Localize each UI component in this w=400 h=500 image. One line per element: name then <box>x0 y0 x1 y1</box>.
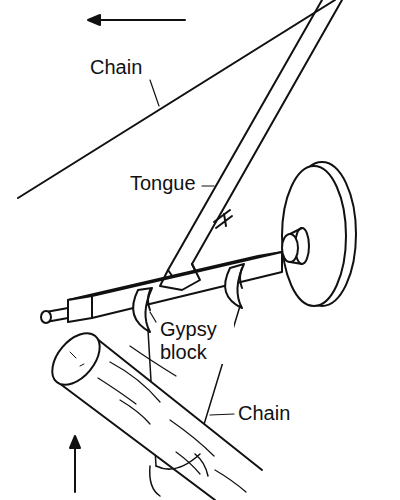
axle-beam <box>41 252 282 323</box>
pull-chain <box>18 0 335 198</box>
direction-arrow <box>70 436 80 492</box>
part-label: Chain <box>88 56 144 79</box>
part-label: Chain <box>236 402 292 425</box>
direction-arrow <box>88 15 185 25</box>
wheel <box>282 162 356 306</box>
leader-line <box>150 80 234 415</box>
part-label: Gypsy block <box>158 318 234 364</box>
part-label: Tongue <box>128 172 198 195</box>
